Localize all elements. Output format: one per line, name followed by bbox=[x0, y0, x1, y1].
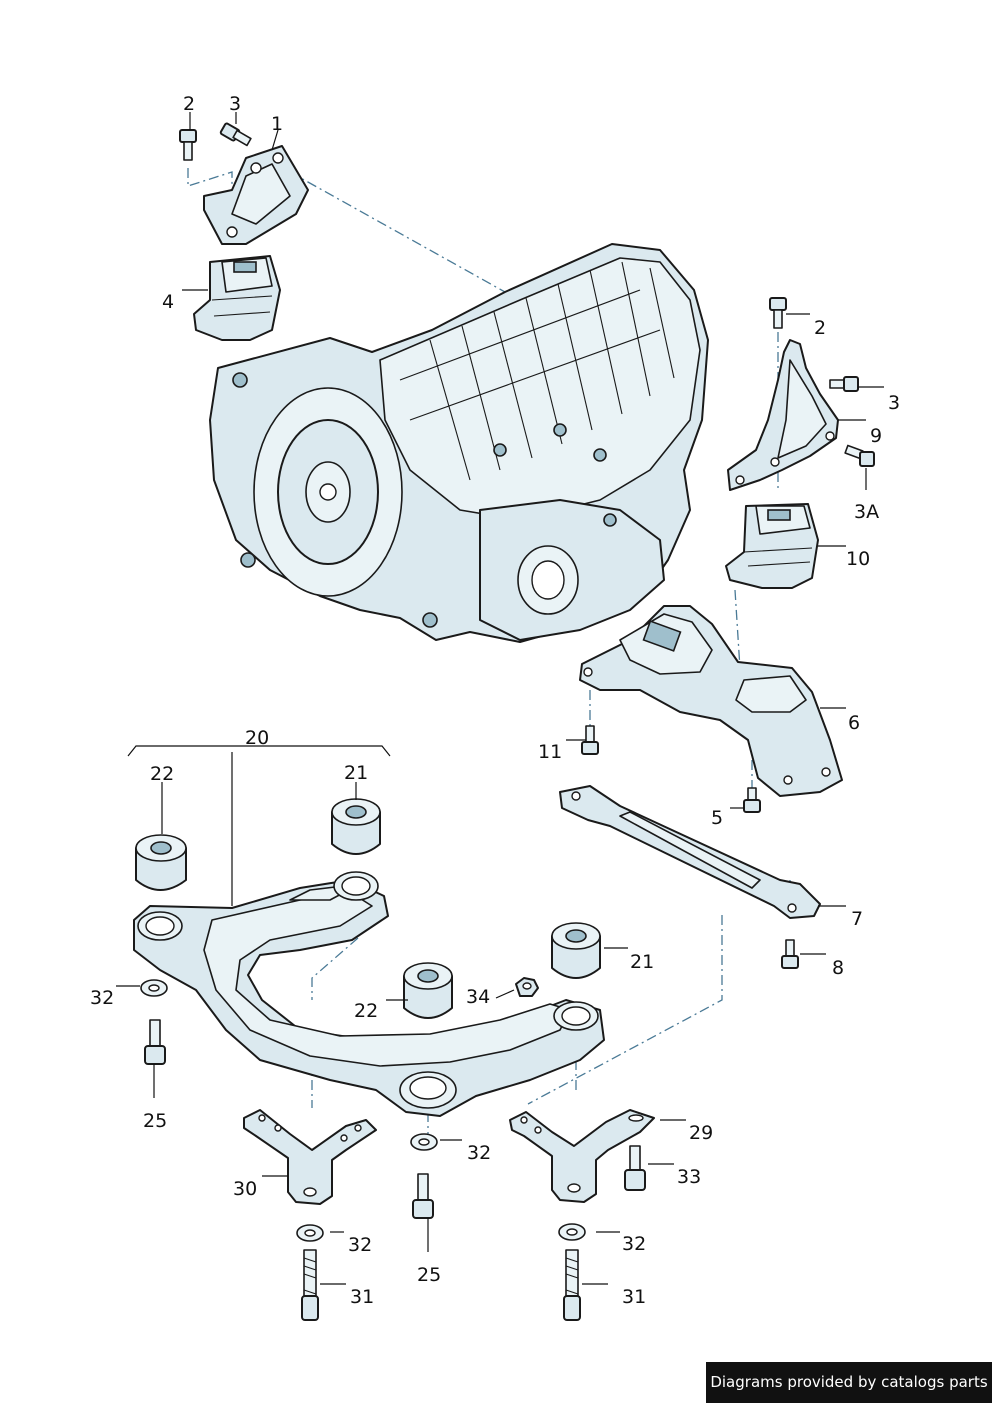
callout-29: 29 bbox=[689, 1122, 713, 1144]
bolt-11 bbox=[581, 725, 599, 755]
callout-32-bottom-left: 32 bbox=[348, 1234, 372, 1256]
washer-32-bottom-right bbox=[558, 1223, 586, 1241]
bolt-25-left bbox=[144, 1019, 166, 1065]
bolt-8 bbox=[781, 939, 799, 969]
callout-25-center: 25 bbox=[417, 1264, 441, 1286]
plate-30 bbox=[243, 1109, 377, 1205]
bolt-25-center bbox=[412, 1173, 434, 1219]
callout-5: 5 bbox=[711, 807, 723, 829]
bolt-2-left bbox=[179, 129, 197, 161]
bolt-33 bbox=[624, 1145, 646, 1191]
callout-31-right: 31 bbox=[622, 1286, 646, 1308]
washer-32-bottom-left bbox=[296, 1224, 324, 1242]
callout-32-center: 32 bbox=[467, 1142, 491, 1164]
bracket-part-1 bbox=[203, 145, 309, 245]
crossmember-part-6 bbox=[579, 605, 843, 797]
leader-lines bbox=[116, 112, 884, 1285]
callout-22-center: 22 bbox=[354, 1000, 378, 1022]
bracket-part-9 bbox=[727, 339, 839, 491]
callout-25-left: 25 bbox=[143, 1110, 167, 1132]
callout-30: 30 bbox=[233, 1178, 257, 1200]
nut-34 bbox=[515, 977, 539, 997]
callout-4: 4 bbox=[162, 291, 174, 313]
bushing-21-upper bbox=[331, 798, 381, 855]
callout-9: 9 bbox=[870, 425, 882, 447]
callout-32-bottom-right: 32 bbox=[622, 1233, 646, 1255]
callout-6: 6 bbox=[848, 712, 860, 734]
transmission bbox=[209, 243, 709, 643]
callout-2-right: 2 bbox=[814, 317, 826, 339]
bolt-2-right bbox=[769, 297, 787, 329]
callout-22-left: 22 bbox=[150, 763, 174, 785]
washer-32-center bbox=[410, 1133, 438, 1151]
plate-29 bbox=[509, 1109, 655, 1203]
callout-21-upper: 21 bbox=[344, 762, 368, 784]
bushing-22-center bbox=[403, 962, 453, 1019]
callout-7: 7 bbox=[851, 908, 863, 930]
bolt-5 bbox=[743, 787, 761, 813]
bolt-3-left bbox=[219, 122, 252, 147]
callout-3-right: 3 bbox=[888, 392, 900, 414]
callout-3-left: 3 bbox=[229, 93, 241, 115]
callout-33: 33 bbox=[677, 1166, 701, 1188]
callout-21-lower: 21 bbox=[630, 951, 654, 973]
callout-2-left: 2 bbox=[183, 93, 195, 115]
bolt-31-right bbox=[563, 1249, 581, 1321]
subframe-part-20 bbox=[133, 871, 605, 1117]
callout-11: 11 bbox=[538, 741, 562, 763]
mount-part-4 bbox=[193, 255, 281, 341]
strut-bar-part-7 bbox=[559, 785, 821, 919]
bolt-3-right bbox=[829, 376, 859, 392]
callout-31-left: 31 bbox=[350, 1286, 374, 1308]
bushing-22-left bbox=[135, 834, 187, 891]
bolt-31-left bbox=[301, 1249, 319, 1321]
bolt-3A bbox=[844, 444, 875, 467]
credit-banner: Diagrams provided by catalogs parts bbox=[706, 1362, 992, 1403]
callout-34: 34 bbox=[466, 986, 490, 1008]
callout-1: 1 bbox=[271, 113, 283, 135]
callout-3A: 3A bbox=[854, 501, 879, 523]
callout-32-left: 32 bbox=[90, 987, 114, 1009]
callout-10: 10 bbox=[846, 548, 870, 570]
callout-labels: 1 2 3 4 2 3 9 3A 10 6 11 5 7 8 20 22 21 … bbox=[90, 93, 900, 1308]
washer-32-left bbox=[140, 979, 168, 997]
mount-part-10 bbox=[725, 503, 819, 589]
callout-8: 8 bbox=[832, 957, 844, 979]
bushing-21-lower bbox=[551, 922, 601, 979]
callout-20: 20 bbox=[245, 727, 269, 749]
